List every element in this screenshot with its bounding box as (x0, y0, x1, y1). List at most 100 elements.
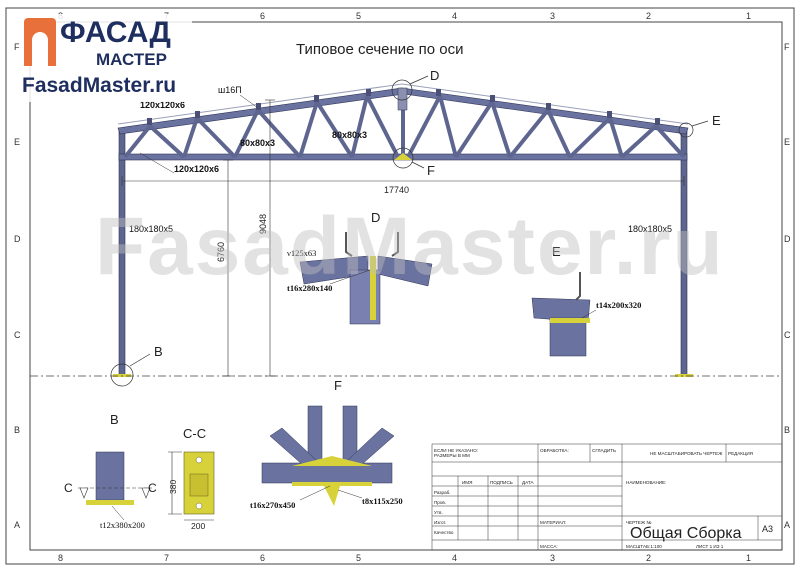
grid-col-1-top: 1 (746, 11, 751, 21)
web-member (350, 95, 369, 158)
web-member (298, 101, 319, 158)
tb-revision: РЕДАКЦИЯ (728, 451, 753, 456)
node-plate-f (394, 153, 412, 160)
watermark-text: FasadMaster.ru (95, 201, 725, 292)
detail-d-label-1: ν125x63 (287, 248, 316, 258)
web-member (182, 117, 199, 158)
grid-col-3-bottom: 3 (550, 553, 555, 563)
detail-b: B C C t12x380x200 (64, 412, 157, 530)
web-member (123, 124, 152, 159)
grid-col-2-top: 2 (646, 11, 651, 21)
label-column-left: 180x180x5 (129, 224, 173, 234)
grid-row-f-right: F (784, 42, 790, 52)
callout-d: D (430, 68, 439, 83)
tb-mass: МАССА: (540, 544, 558, 549)
web-member (315, 100, 354, 159)
tb-scale: МАСШТАБ:1:100 (626, 544, 662, 549)
drawing-frame (29, 21, 783, 551)
detail-b-label-1: t12x380x200 (100, 520, 145, 530)
label-column-right: 180x180x5 (628, 224, 672, 234)
grid-row-d-left: D (14, 234, 21, 244)
tb-col-sign: ПОДПИСЬ (490, 480, 513, 485)
detail-d: D ν125x63 t16x280x140 (287, 210, 433, 325)
callout-circle-f (392, 147, 414, 169)
web-member (546, 109, 572, 158)
tb-sheet: ЛИСТ 1 ИЗ 1 (696, 544, 724, 549)
section-cc-dim-width: 200 (191, 521, 205, 531)
grid-row-labels: F E D C B A F E D C B A (14, 42, 791, 530)
dimensions (121, 99, 685, 377)
web-member (508, 108, 550, 159)
detail-d-label-2: t16x280x140 (287, 283, 332, 293)
grid-row-c-left: C (14, 330, 21, 340)
tb-note-unspecified: ЕСЛИ НЕ УКАЗАНО: РАЗМЕРЫ В ММ (434, 448, 479, 458)
tb-material: МАТЕРИАЛ: (540, 520, 566, 525)
brand-sub: МАСТЕР (96, 50, 167, 69)
web-member (654, 124, 686, 159)
detail-e-title: E (552, 244, 561, 259)
tb-no-scale: НЕ МАСШТАБИРОВАТЬ ЧЕРТЕЖ (650, 451, 723, 456)
web-member (406, 95, 442, 158)
section-mark-left: C (64, 481, 73, 495)
label-bottom-chord: 120x120x6 (174, 164, 219, 174)
label-web-2: 80x80x3 (332, 130, 367, 140)
grid-row-c-right: C (784, 330, 791, 340)
grid-col-5-top: 5 (356, 11, 361, 21)
tb-finish: ОБРАБОТКА: (540, 448, 569, 453)
grid-row-b-left: B (14, 425, 20, 435)
web-member (490, 101, 512, 158)
tb-row-4: Качество (434, 530, 454, 535)
web-member (195, 116, 237, 159)
grid-row-a-left: A (14, 520, 20, 530)
section-mark-right: C (148, 481, 157, 495)
grid-col-4-bottom: 4 (452, 553, 457, 563)
roof-line-right (401, 83, 689, 125)
section-cc-dim-height: 380 (168, 480, 178, 494)
grid-col-1-bottom: 1 (746, 553, 751, 563)
web-member (454, 100, 494, 159)
detail-f: F t16x270x450 t8x115x250 (250, 378, 403, 510)
brand-site: FasadMaster.ru (22, 74, 177, 97)
detail-f-label-2: t8x115x250 (362, 496, 403, 506)
dim-eave-height: 6760 (216, 242, 226, 262)
base-plate-right (675, 374, 693, 377)
tb-drawing-no: ЧЕРТЕЖ № (626, 520, 651, 525)
tb-row-2: Утв. (434, 510, 443, 515)
brand-logo: ФАСАД МАСТЕР FasadMaster.ru (22, 14, 192, 102)
callout-circle-b (110, 363, 134, 387)
grid-row-b-right: B (784, 425, 790, 435)
label-purlin: ш16П (218, 85, 242, 95)
tb-row-1: Пров. (434, 500, 446, 505)
logo-arch-icon (24, 18, 56, 66)
callout-markers (110, 75, 709, 387)
tb-col-name: ИМЯ (462, 480, 472, 485)
grid-col-3-top: 3 (550, 11, 555, 21)
grid-col-7-bottom: 7 (164, 553, 169, 563)
grid-row-e-left: E (14, 137, 20, 147)
grid-row-d-right: D (784, 234, 791, 244)
detail-e: E t14x200x320 (531, 244, 641, 357)
web-member (148, 124, 186, 159)
title-block (431, 443, 783, 551)
callout-f: F (427, 163, 435, 178)
callout-e: E (712, 113, 721, 128)
tb-row-3: Изгот. (434, 520, 446, 525)
detail-b-title: B (110, 412, 119, 427)
grid-col-6-top: 6 (260, 11, 265, 21)
detail-f-label-1: t16x270x450 (250, 500, 295, 510)
callout-b: B (154, 344, 163, 359)
detail-e-label-1: t14x200x320 (596, 300, 641, 310)
tb-drawing-name: Общая Сборка (630, 525, 742, 542)
grid-row-e-right: E (784, 137, 790, 147)
grid-col-6-bottom: 6 (260, 553, 265, 563)
web-member (256, 108, 302, 159)
tb-format: A3 (762, 524, 773, 534)
section-cc-title: C-C (183, 426, 206, 441)
sheet-border (5, 7, 795, 565)
web-member (620, 124, 658, 159)
grid-row-f-left: F (14, 42, 20, 52)
tb-deburr: СГЛАДИТЬ (592, 448, 616, 453)
section-cc: C-C 380 200 (168, 426, 215, 531)
grid-col-2-bottom: 2 (646, 553, 651, 563)
